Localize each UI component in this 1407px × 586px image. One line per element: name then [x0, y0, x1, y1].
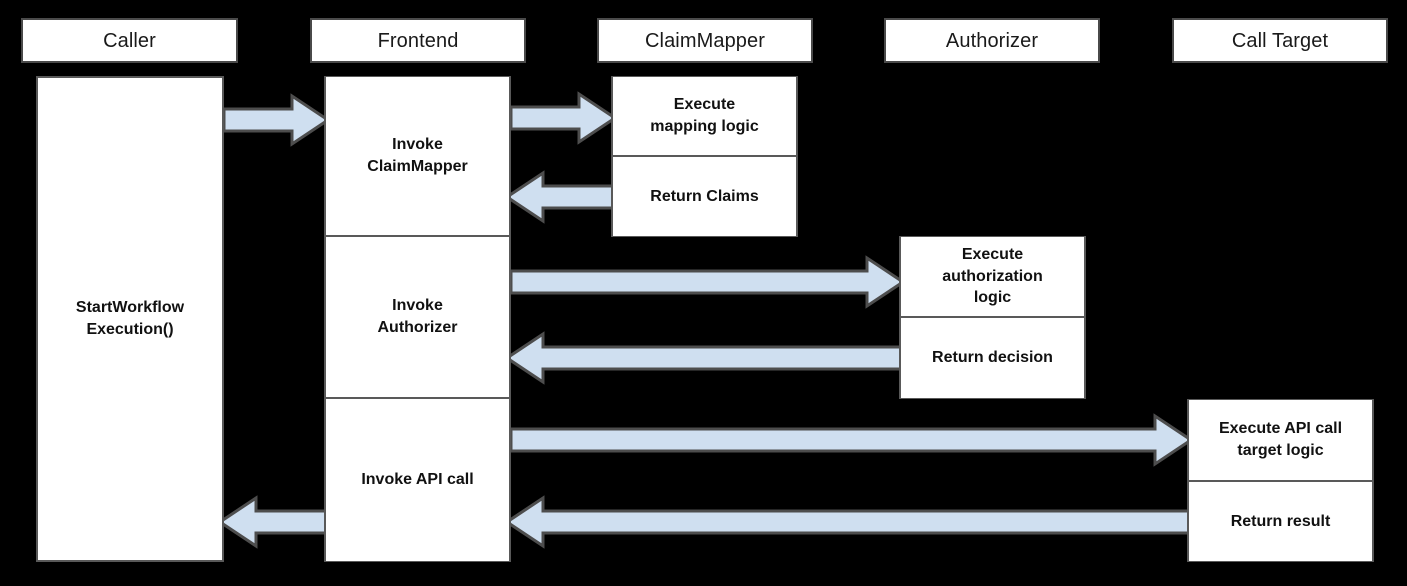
lane-header-claimmapper-label: ClaimMapper [644, 29, 766, 52]
arrow-authorizer-to-frontend [504, 331, 905, 385]
activation-calltarget-return-result[interactable]: Return result [1187, 481, 1374, 562]
lane-header-calltarget[interactable]: Call Target [1172, 18, 1388, 63]
activation-claimmapper-return-claims[interactable]: Return Claims [611, 156, 798, 237]
activation-authorizer-return-decision[interactable]: Return decision [899, 317, 1086, 399]
arrow-frontend-to-calltarget [509, 413, 1194, 467]
lane-header-authorizer-label: Authorizer [945, 29, 1039, 52]
activation-authorizer-return-decision-label: Return decision [932, 349, 1053, 367]
activation-frontend-invoke-api-call-label: Invoke API call [361, 471, 474, 489]
lane-header-frontend[interactable]: Frontend [310, 18, 526, 63]
arrow-frontend-to-caller [217, 495, 330, 549]
arrow-frontend-to-authorizer [509, 255, 906, 309]
lane-header-calltarget-label: Call Target [1231, 29, 1329, 52]
lane-header-authorizer[interactable]: Authorizer [884, 18, 1100, 63]
activation-frontend-invoke-api-call[interactable]: Invoke API call [324, 398, 511, 562]
lane-header-caller[interactable]: Caller [21, 18, 238, 63]
arrow-caller-to-frontend [222, 93, 331, 147]
lane-header-caller-label: Caller [103, 29, 156, 52]
activation-claimmapper-return-claims-label: Return Claims [650, 187, 759, 205]
activation-calltarget-return-result-label: Return result [1230, 512, 1331, 530]
arrow-claimmapper-to-frontend [504, 170, 617, 224]
lane-header-frontend-label: Frontend [377, 29, 459, 52]
lane-header-claimmapper[interactable]: ClaimMapper [597, 18, 813, 63]
arrow-calltarget-to-frontend [504, 495, 1193, 549]
arrow-frontend-to-claimmapper [509, 91, 618, 145]
